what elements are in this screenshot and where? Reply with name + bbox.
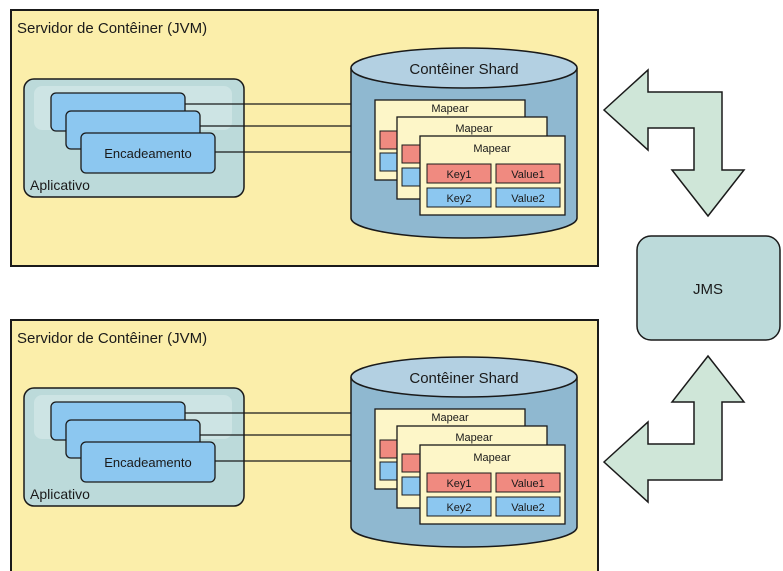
value-label: Value1 (511, 169, 544, 181)
thread-box-front (80, 441, 216, 483)
application-label: Aplicativo (30, 177, 90, 193)
jms-node: JMS (636, 235, 781, 341)
key-cell (426, 472, 492, 493)
application-label: Aplicativo (30, 486, 90, 502)
key-label: Key1 (446, 478, 471, 490)
map-label: Mapear (431, 412, 469, 424)
thread-label: Encadeamento (104, 455, 191, 470)
map-label: Mapear (431, 103, 469, 115)
shard-title: Contêiner Shard (409, 61, 518, 78)
value-cell (495, 163, 561, 184)
server-title: Servidor de Contêiner (JVM) (17, 20, 207, 37)
value-label: Value1 (511, 478, 544, 490)
jms-box (636, 235, 781, 341)
map-label: Mapear (455, 432, 493, 444)
map-label: Mapear (455, 123, 493, 135)
value-cell (495, 187, 561, 208)
value-cell (495, 472, 561, 493)
key-label: Key1 (446, 169, 471, 181)
key-cell (426, 187, 492, 208)
value-cell (495, 496, 561, 517)
value-label: Value2 (511, 502, 544, 514)
key-label: Key2 (446, 502, 471, 514)
container-server-bottom: Servidor de Contêiner (JVM) Aplicativo E… (10, 319, 599, 571)
thread-box-front (80, 132, 216, 174)
map-label: Mapear (473, 452, 511, 464)
jms-label: JMS (693, 281, 723, 298)
key-label: Key2 (446, 193, 471, 205)
container-server-top: Servidor de Contêiner (JVM) Aplicativo E… (10, 9, 599, 267)
shard-cylinder-top (350, 356, 578, 398)
bent-arrow-top-icon (602, 68, 746, 218)
thread-label: Encadeamento (104, 146, 191, 161)
bent-arrow-bottom-icon (602, 354, 746, 504)
shard-cylinder-top (350, 47, 578, 89)
key-cell (426, 496, 492, 517)
shard-title: Contêiner Shard (409, 370, 518, 387)
map-label: Mapear (473, 143, 511, 155)
server-title: Servidor de Contêiner (JVM) (17, 330, 207, 347)
value-label: Value2 (511, 193, 544, 205)
key-cell (426, 163, 492, 184)
